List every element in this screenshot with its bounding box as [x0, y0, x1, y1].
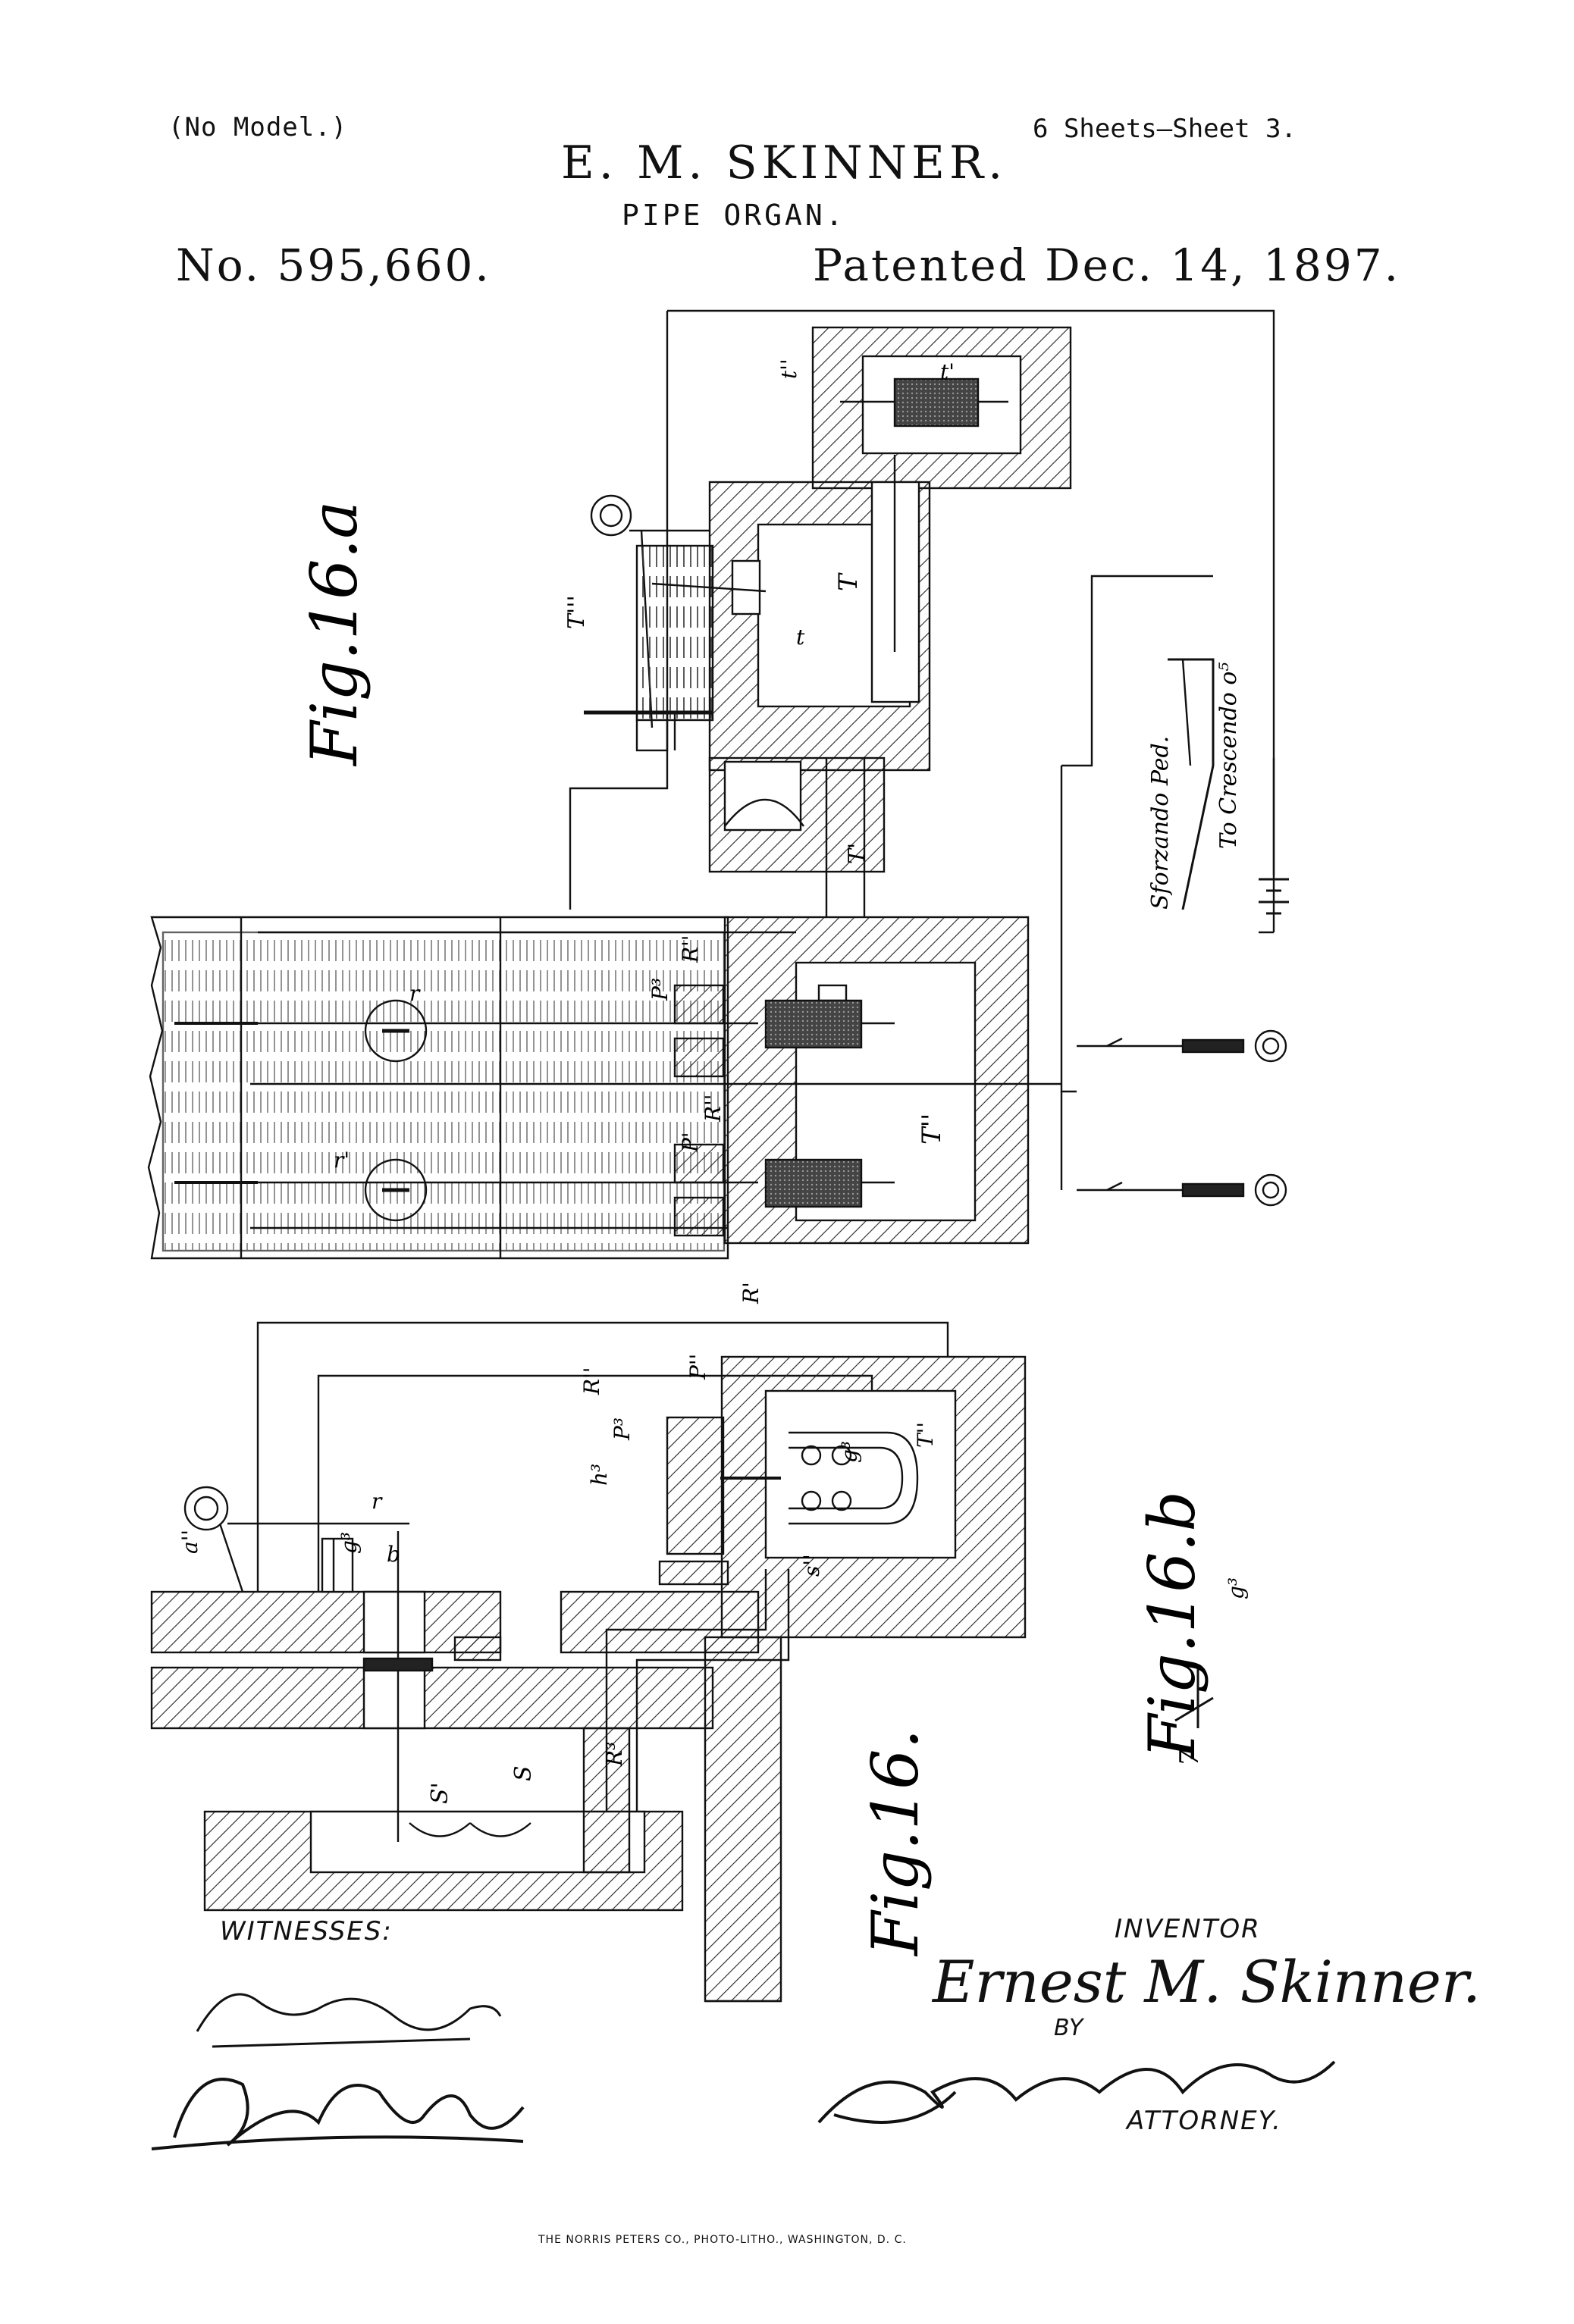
label-T-one: T': [844, 843, 870, 864]
label-R-dbl-mid: R'': [701, 1095, 726, 1123]
printer-credit: THE NORRIS PETERS CO., PHOTO-LITHO., WAS…: [538, 2234, 907, 2246]
label-T-dbl-lower: T'': [913, 1422, 938, 1448]
label-a-dbl: a'': [177, 1530, 202, 1554]
attorney-label: ATTORNEY.: [1127, 2106, 1282, 2136]
witness-signature-2: [151, 2078, 525, 2150]
label-R-dbl-upper: R'': [678, 935, 703, 963]
patented-date: Patented Dec. 14, 1897.: [813, 240, 1401, 291]
label-P-dbl: P'': [685, 1354, 710, 1380]
label-r-lower: r: [372, 1489, 383, 1514]
label-T-triple: T''': [563, 595, 590, 629]
fig-16a-drawing: [147, 309, 1289, 1260]
witnesses-label: WITNESSES:: [220, 1916, 393, 1947]
label-R-prime: R': [738, 1282, 763, 1305]
inventor-signature: Ernest M. Skinner.: [933, 1948, 1482, 2015]
sheet-number: 6 Sheets—Sheet 3.: [1033, 114, 1297, 144]
patent-subject: PIPE ORGAN.: [622, 199, 846, 232]
label-g3-lower: g³: [337, 1532, 362, 1554]
label-S: S: [510, 1765, 537, 1781]
label-r-mid: r': [334, 1148, 350, 1173]
fig-16-label: Fig.16.: [858, 1729, 933, 1957]
label-t-small: t: [796, 625, 805, 650]
label-to-crescendo: To Crescendo o⁵: [1215, 662, 1242, 850]
inventor-label: INVENTOR: [1115, 1914, 1261, 1944]
label-h3: h³: [587, 1464, 612, 1486]
label-P3-lower: P³: [610, 1417, 635, 1441]
label-t-upper: t'': [776, 359, 801, 379]
label-T-dbl-mid: T'': [917, 1113, 947, 1145]
label-b3: b: [387, 1542, 400, 1567]
fig-16b-label: Fig.16.b: [1135, 1491, 1209, 1760]
fig-16a-label: Fig.16.a: [297, 501, 372, 767]
inventor-name: E. M. SKINNER.: [561, 136, 1008, 189]
label-t-prime: t': [940, 359, 955, 384]
attorney-signature: [817, 2060, 1336, 2124]
label-S-prime: S': [427, 1782, 453, 1804]
by-label: BY: [1054, 2015, 1083, 2041]
label-R3: R³: [602, 1742, 627, 1767]
label-T-top: T: [833, 572, 864, 591]
label-r-upper: r: [409, 981, 421, 1006]
label-g3: g³: [837, 1441, 862, 1463]
label-P-mid: P': [678, 1132, 703, 1153]
patent-number: No. 595,660.: [176, 240, 491, 291]
label-g3-fig16b: g³: [1224, 1577, 1249, 1599]
witness-signature-1: [196, 1993, 502, 2048]
label-sforzando: Sforzando Ped.: [1147, 736, 1174, 910]
no-model-note: (No Model.): [168, 112, 348, 143]
fig-16-drawing: [150, 1321, 1027, 2003]
label-seven: 7: [1174, 1749, 1205, 1766]
label-R-dbl-lower: R'': [579, 1367, 604, 1395]
fig-16b-drawing: [1174, 1668, 1214, 1728]
label-s-dbl: s'': [799, 1554, 824, 1577]
label-P3-upper: P³: [647, 978, 673, 1001]
